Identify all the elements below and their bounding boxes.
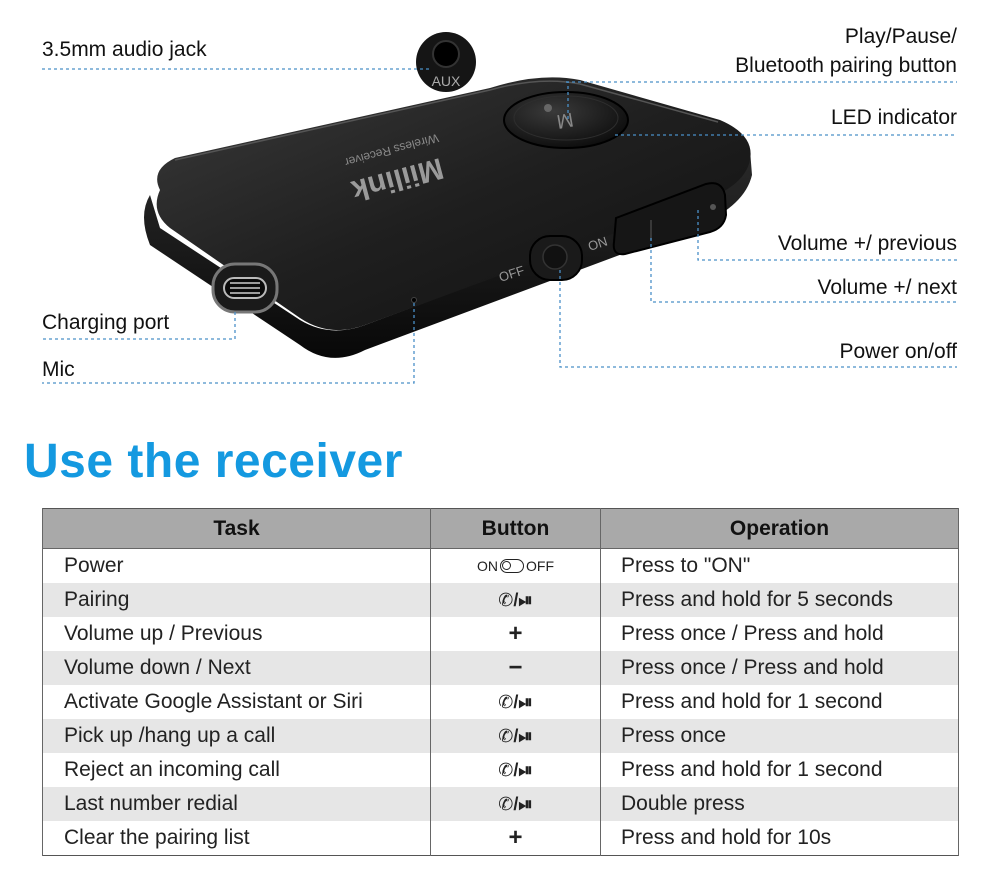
phone-play-pause-icon: ✆/⏯ bbox=[498, 726, 533, 747]
callout-charging-port: Charging port bbox=[42, 311, 170, 334]
table-row: Reject an incoming call ✆/⏯ Press and hold… bbox=[42, 753, 959, 787]
table-row: Volume up / Previous + Press once / Press … bbox=[42, 617, 959, 651]
table-row: Pairing ✆/⏯ Press and hold for 5 seconds bbox=[42, 583, 959, 617]
phone-play-pause-icon: ✆/⏯ bbox=[498, 760, 533, 781]
usage-table: Task Button Operation Power ON OFF Press to… bbox=[42, 508, 959, 856]
phone-play-pause-icon: ✆/⏯ bbox=[498, 692, 533, 713]
led-dot bbox=[544, 104, 552, 112]
table-row: Pick up /hang up a call ✆/⏯ Press once bbox=[42, 719, 959, 753]
plus-icon: + bbox=[508, 620, 523, 648]
table-row: Last number redial ✆/⏯ Double press bbox=[42, 787, 959, 821]
task-cell: Last number redial bbox=[42, 787, 431, 821]
table-header-row: Task Button Operation bbox=[42, 508, 959, 549]
button-cell: ✆/⏯ bbox=[430, 787, 601, 821]
operation-cell: Press and hold for 10s bbox=[600, 821, 959, 856]
device-front-face bbox=[144, 150, 752, 358]
task-cell: Pick up /hang up a call bbox=[42, 719, 431, 753]
operation-cell: Press once bbox=[600, 719, 959, 753]
callout-play-pause-line1: Play/Pause/ bbox=[844, 25, 957, 48]
toggle-switch-icon bbox=[500, 559, 524, 574]
callout-volume-previous: Volume +/ previous bbox=[777, 232, 957, 255]
table-row: Power ON OFF Press to "ON" bbox=[42, 548, 959, 583]
minus-icon: − bbox=[508, 654, 523, 682]
callout-power: Power on/off bbox=[839, 340, 957, 363]
callout-led: LED indicator bbox=[830, 106, 957, 129]
aux-label: AUX bbox=[432, 73, 461, 89]
button-cell: + bbox=[430, 821, 601, 856]
header-task: Task bbox=[42, 508, 431, 549]
button-cell: ✆/⏯ bbox=[430, 719, 601, 753]
button-cell: ✆/⏯ bbox=[430, 583, 601, 617]
button-cell: ✆/⏯ bbox=[430, 685, 601, 719]
play-pause-button bbox=[503, 91, 629, 149]
button-cell: ON OFF bbox=[430, 548, 601, 583]
toggle-off-label: OFF bbox=[526, 558, 554, 575]
volume-rocker bbox=[612, 182, 728, 256]
table-row: Clear the pairing list + Press and hold fo… bbox=[42, 821, 959, 856]
toggle-on-label: ON bbox=[477, 558, 498, 575]
header-operation: Operation bbox=[600, 508, 959, 549]
button-cell: ✆/⏯ bbox=[430, 753, 601, 787]
task-cell: Reject an incoming call bbox=[42, 753, 431, 787]
task-cell: Volume up / Previous bbox=[42, 617, 431, 651]
callout-play-pause-line2: Bluetooth pairing button bbox=[735, 54, 957, 77]
phone-play-pause-icon: ✆/⏯ bbox=[498, 590, 533, 611]
table-row: Activate Google Assistant or Siri ✆/⏯ Pres… bbox=[42, 685, 959, 719]
task-cell: Volume down / Next bbox=[42, 651, 431, 685]
power-toggle-icon: ON OFF bbox=[477, 558, 554, 574]
operation-cell: Press and hold for 5 seconds bbox=[600, 583, 959, 617]
task-cell: Activate Google Assistant or Siri bbox=[42, 685, 431, 719]
button-cell: − bbox=[430, 651, 601, 685]
product-diagram: Miilink Wireless Receiver M AUX OFF ON bbox=[42, 32, 957, 384]
operation-cell: Double press bbox=[600, 787, 959, 821]
task-cell: Pairing bbox=[42, 583, 431, 617]
button-cell: + bbox=[430, 617, 601, 651]
task-cell: Clear the pairing list bbox=[42, 821, 431, 856]
operation-cell: Press once / Press and hold bbox=[600, 617, 959, 651]
mic-hole bbox=[411, 297, 417, 303]
plus-icon: + bbox=[508, 824, 523, 852]
header-button: Button bbox=[430, 508, 601, 549]
section-title: Use the receiver bbox=[24, 435, 403, 488]
operation-cell: Press once / Press and hold bbox=[600, 651, 959, 685]
operation-cell: Press to "ON" bbox=[600, 548, 959, 583]
task-cell: Power bbox=[42, 548, 431, 583]
operation-cell: Press and hold for 1 second bbox=[600, 685, 959, 719]
leader-lines bbox=[42, 68, 957, 384]
callout-volume-next: Volume +/ next bbox=[817, 276, 957, 299]
on-label: ON bbox=[586, 234, 609, 254]
table-row: Volume down / Next − Press once / Press an… bbox=[42, 651, 959, 685]
phone-play-pause-icon: ✆/⏯ bbox=[498, 794, 533, 815]
operation-cell: Press and hold for 1 second bbox=[600, 753, 959, 787]
callout-audio-jack: 3.5mm audio jack bbox=[42, 38, 207, 61]
button-mark-text: M bbox=[555, 108, 575, 133]
callout-mic: Mic bbox=[42, 358, 75, 381]
